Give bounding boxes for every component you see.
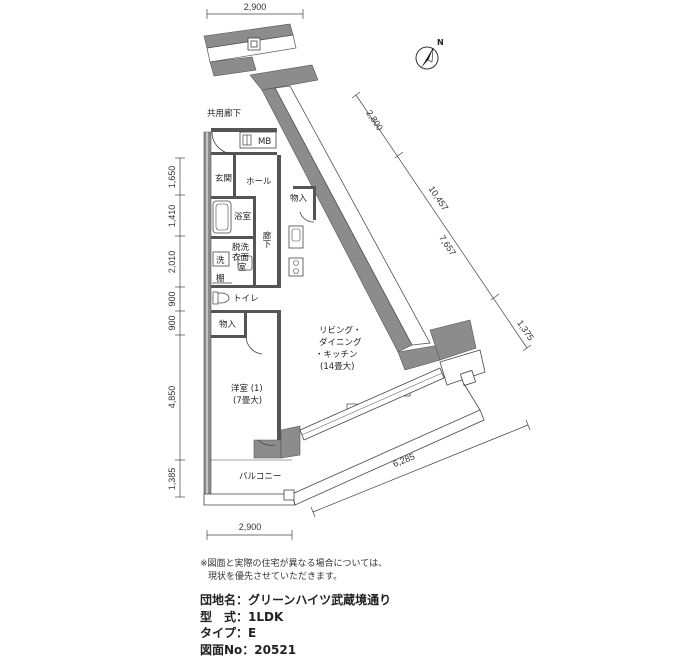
storage-2-label: 物入 — [219, 319, 237, 330]
corridor-label: 共用廊下 — [207, 108, 242, 119]
genkan-label: 玄関 — [215, 173, 232, 184]
bottom-dimension: 2,900 — [207, 522, 292, 540]
dressing-label-2: 衣面 — [232, 252, 250, 263]
complex-name-value: グリーンハイツ武蔵境通り — [248, 593, 391, 607]
storage-1-label: 物入 — [290, 193, 308, 204]
hallway-label-1: 廊下 — [261, 230, 271, 249]
western-room-label-2: (7畳大) — [233, 395, 262, 406]
left-dim-3: 2,010 — [167, 251, 177, 274]
left-dimensions: 1,650 1,410 2,010 900 900 4,850 1,385 — [167, 158, 185, 497]
diag-dim-2: 10,457 — [427, 184, 451, 212]
subtype-label: タイプ： — [200, 625, 248, 642]
outer-wall-left — [204, 132, 211, 494]
left-dim-1: 1,650 — [167, 166, 177, 189]
layout-type-label: 型 式： — [200, 609, 248, 626]
compass-icon: N — [416, 38, 444, 69]
diag-dim-1: 2,800 — [364, 108, 385, 132]
top-dimension: 2,900 — [207, 2, 303, 19]
mb-label: MB — [258, 137, 271, 147]
room-labels: 共用廊下 MB 玄関 ホール 物入 浴室 廊下 洗 脱洗 衣面 室 棚 トイレ … — [207, 108, 362, 482]
left-dim-2: 1,410 — [167, 205, 177, 228]
bath-label: 浴室 — [234, 211, 252, 222]
hall-label: ホール — [246, 177, 272, 187]
complex-name-row: 団地名：グリーンハイツ武蔵境通り — [200, 592, 680, 609]
disclaimer-line-1: ※図面と実際の住宅が異なる場合については、 — [200, 558, 680, 571]
toilet-label: トイレ — [233, 294, 259, 304]
disclaimer-line-2: 現状を優先させていただきます。 — [200, 571, 680, 584]
living-label-4: (14畳大) — [320, 361, 354, 372]
balcony-dimension: 6,285 — [311, 420, 530, 517]
complex-name-label: 団地名： — [200, 592, 248, 609]
living-label-2: ダイニング — [319, 337, 362, 348]
left-dim-6: 4,850 — [167, 386, 177, 409]
dressing-label-1: 脱洗 — [232, 242, 250, 253]
living-label-1: リビング・ — [319, 325, 362, 336]
living-label-3: ・キッチン — [315, 350, 358, 360]
left-dim-4: 900 — [167, 291, 177, 306]
subtype-value: E — [248, 626, 256, 640]
laundry-label: 洗 — [216, 255, 225, 266]
compass-n-label: N — [437, 38, 444, 47]
balcony-label: バルコニー — [239, 472, 281, 482]
diag-dim-3: 7,657 — [437, 233, 458, 257]
info-panel: ※図面と実際の住宅が異なる場合については、 現状を優先させていただきます。 団地… — [200, 558, 680, 658]
left-dim-7: 1,385 — [167, 468, 177, 491]
structural-wall-diagonal — [250, 65, 476, 370]
floor-plan: 2,900 2,900 1,650 1,410 2,010 900 900 4,… — [0, 0, 700, 560]
shelf-label: 棚 — [216, 273, 225, 284]
layout-type-value: 1LDK — [248, 610, 283, 624]
corridor-wall — [204, 24, 296, 76]
subtype-row: タイプ：E — [200, 625, 680, 642]
dressing-label-3: 室 — [238, 262, 247, 273]
western-room-label-1: 洋室 (1) — [231, 383, 263, 394]
diag-dim-4: 1,375 — [515, 318, 536, 342]
bottom-width-label: 2,900 — [239, 522, 262, 532]
top-width-label: 2,900 — [244, 2, 267, 12]
left-dim-5: 900 — [167, 315, 177, 330]
layout-type-row: 型 式：1LDK — [200, 609, 680, 626]
